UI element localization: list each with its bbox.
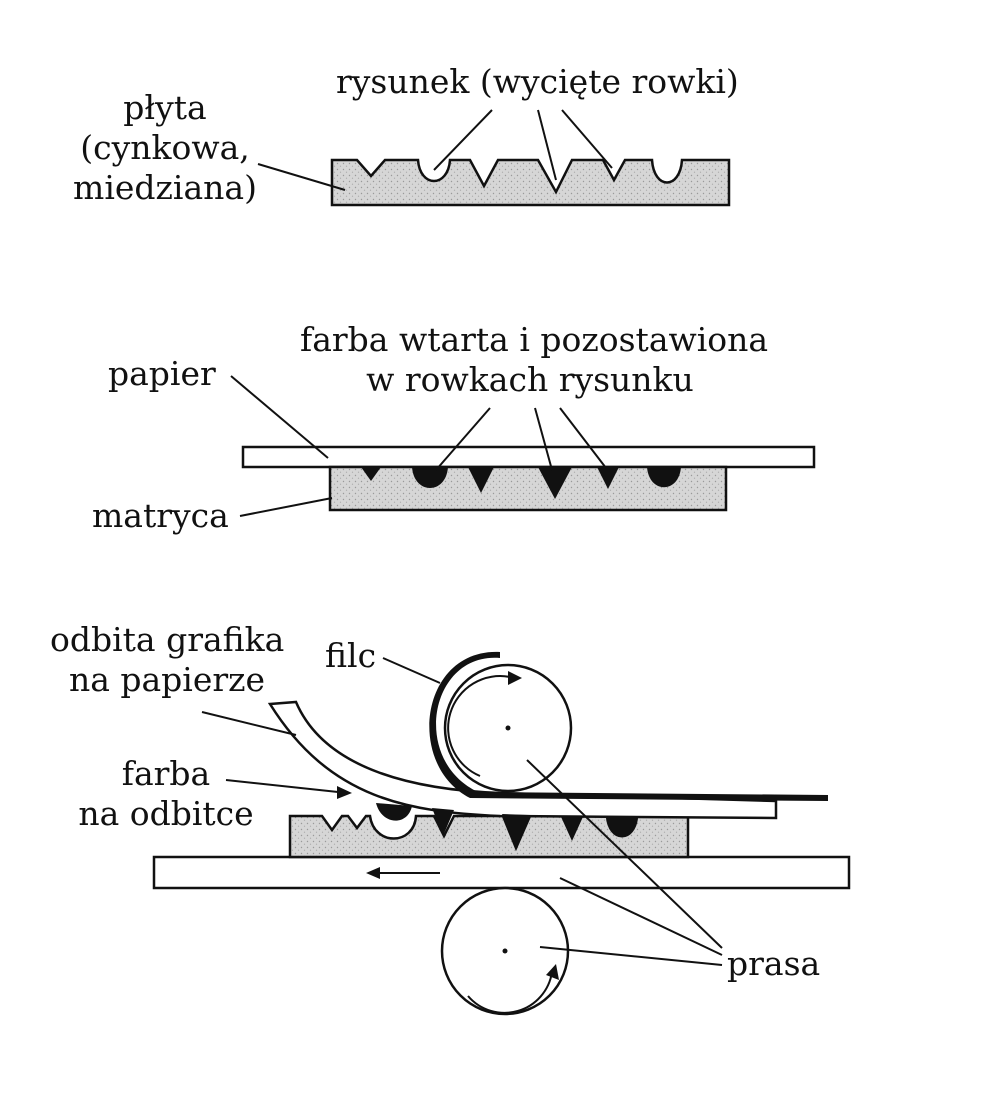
bottom-roller-axle: [502, 948, 508, 954]
paper-leader-line: [230, 375, 329, 459]
plate-label-line1: płyta: [123, 88, 207, 127]
print-leader-line: [201, 711, 297, 736]
ink-on-print-label-line1: farba: [121, 754, 211, 793]
ink-on-print-leader-line: [225, 779, 339, 793]
ink-on-print-label-line2: na odbitce: [78, 794, 254, 833]
plate-leader-line: [257, 163, 346, 191]
groove-leader-line-2: [537, 109, 557, 181]
ink-in-grooves-label: farba wtarta i pozostawiona w rowkach ry…: [300, 320, 769, 400]
ink-in-groove-3: [468, 467, 494, 493]
bottom-roller-rotation-arrow: [467, 971, 553, 1014]
top-roller-arrowhead: [508, 671, 522, 685]
matrix-leader-line: [239, 497, 333, 517]
bottom-roller-arrowhead: [546, 964, 559, 980]
press-leader-line-2: [559, 877, 723, 956]
plate-label: płyta (cynkowa, miedziana): [70, 88, 260, 208]
top-roller-axle: [505, 725, 511, 731]
engraved-plate: [330, 158, 731, 207]
press-label: prasa: [727, 944, 821, 983]
ink-in-grooves-label-line1: farba wtarta i pozostawiona: [300, 320, 769, 359]
ink-leader-line-3: [559, 407, 607, 469]
press-leader-line-3: [539, 946, 723, 966]
matrix-label: matryca: [92, 496, 229, 535]
step2-matrix-group: [230, 375, 816, 517]
felt-leader-line: [382, 657, 441, 684]
ink-on-print-3: [502, 814, 530, 848]
ink-in-groove-4: [538, 467, 572, 499]
ink-in-grooves-label-line2: w rowkach rysunku: [366, 360, 694, 399]
ink-on-print-leader-arrowhead: [337, 786, 352, 799]
step3-press-group: [152, 651, 851, 1016]
top-roller-rotation-arrow: [447, 675, 511, 777]
ink-on-print-label: farba na odbitce: [76, 754, 256, 834]
plate-label-line2: (cynkowa,: [80, 128, 250, 167]
ink-on-print-1: [376, 803, 412, 821]
ink-in-groove-2: [412, 467, 448, 488]
felt-label: filc: [325, 636, 377, 675]
ink-on-print-4: [562, 816, 582, 838]
ink-in-groove-5: [597, 467, 619, 489]
ink-in-groove-6: [647, 467, 681, 488]
bed-direction-arrowhead: [366, 867, 380, 879]
plate-label-line3: miedziana): [73, 168, 257, 207]
groove-leader-line-3: [561, 109, 613, 169]
printed-graphic-label-line2: na papierze: [68, 660, 266, 699]
grooves-label: rysunek (wycięte rowki): [336, 62, 739, 101]
press-leader-line-1: [526, 759, 723, 949]
ink-leader-line-2: [534, 407, 553, 471]
paper-label: papier: [108, 354, 216, 393]
paper-sheet: [241, 445, 816, 469]
press-bed: [152, 855, 851, 890]
printed-graphic-label: odbita grafika na papierze: [50, 620, 284, 700]
ink-in-groove-1: [361, 467, 381, 481]
ink-on-print-5: [607, 816, 637, 837]
printed-paper: [267, 700, 778, 820]
step1-plate-group: [257, 109, 731, 207]
groove-leader-line-1: [433, 109, 493, 171]
ink-on-print-2: [432, 808, 454, 836]
printed-graphic-label-line1: odbita grafika: [50, 620, 285, 659]
ink-leader-line-1: [435, 407, 491, 471]
